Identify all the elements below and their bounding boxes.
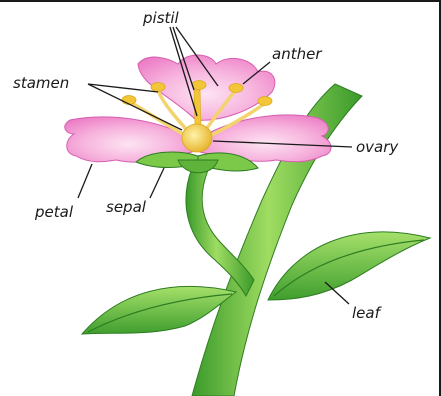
label-anther: anther: [272, 45, 322, 63]
label-leaf: leaf: [352, 304, 383, 322]
label-pistil: pistil: [142, 9, 180, 27]
label-ovary: ovary: [356, 138, 399, 156]
label-petal: petal: [34, 203, 74, 221]
receptacle: [178, 160, 218, 173]
label-sepal: sepal: [106, 198, 147, 216]
flower-stalk: [186, 168, 254, 296]
label-stamen: stamen: [13, 74, 69, 92]
ovary-shape: [182, 124, 212, 152]
